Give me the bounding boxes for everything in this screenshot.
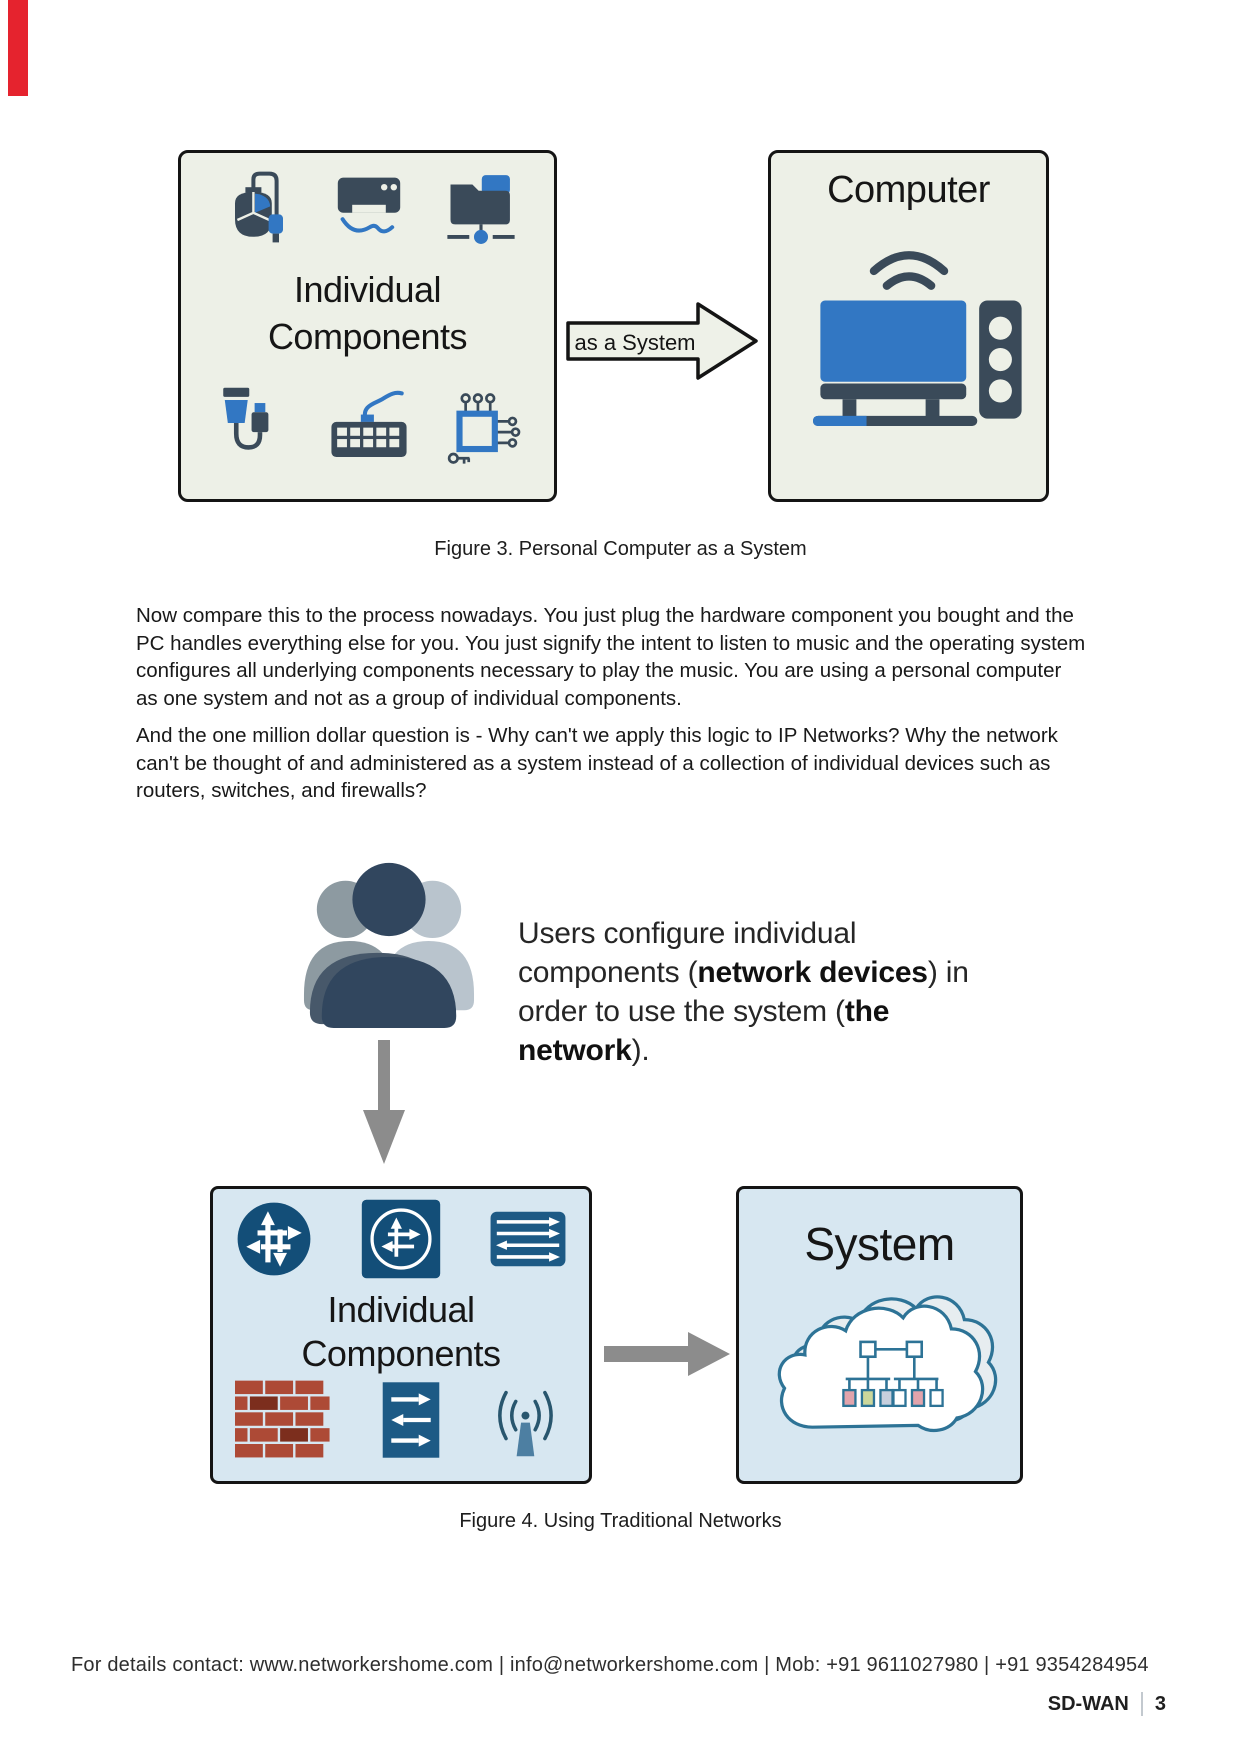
figure4-system-box: System (736, 1186, 1023, 1484)
wireless-antenna-icon (491, 1378, 567, 1467)
paragraph-2: And the one million dollar question is -… (136, 724, 1058, 802)
users-note-bold2: the network (518, 995, 890, 1067)
figure4-left-box-label-line2: Components (301, 1333, 501, 1374)
figure4-top-icon-row (235, 1197, 567, 1286)
users-note-part1: Users configure individual components ( (518, 917, 857, 989)
users-note-part2: ) in order to use the system ( (518, 956, 969, 1028)
figure3-individual-components-box: Individual Components (178, 150, 557, 502)
figure3-left-box-label-line1: Individual (293, 269, 442, 310)
users-note-bold1: network devices (697, 956, 928, 989)
figure4-caption: Figure 4. Using Traditional Networks (459, 1510, 782, 1532)
circuit-chip-icon (438, 372, 524, 485)
wifi-computer-icon (789, 232, 1029, 445)
figure3-top-icon-row (211, 167, 524, 254)
footer-page-number: 3 (1154, 1692, 1166, 1715)
figure4-system-title: System (804, 1218, 955, 1270)
users-note-part3: ). (631, 1034, 650, 1067)
firewall-icon (235, 1380, 331, 1465)
router-square-icon (359, 1197, 443, 1286)
footer-divider (1140, 1692, 1143, 1716)
switch-vertical-icon (381, 1379, 441, 1466)
figure4-bottom-icon-row (235, 1378, 567, 1467)
figure3-caption: Figure 3. Personal Computer as a System (434, 538, 807, 560)
figure4-left-box-label: Individual Components (235, 1288, 567, 1376)
cloud-network-icon (759, 1277, 1001, 1460)
footer-contact-line: For details contact: www.networkershome.… (71, 1654, 1149, 1676)
down-arrow-icon (361, 1040, 407, 1171)
figure3-left-box-label-line2: Components (267, 316, 468, 357)
switch-icon (489, 1210, 567, 1273)
as-a-system-arrow (565, 300, 760, 387)
users-icon (290, 856, 488, 1035)
figure3-bottom-icon-row (211, 372, 524, 485)
paragraph-1: Now compare this to the process nowadays… (136, 604, 1086, 710)
figure4-left-box-label-line1: Individual (327, 1289, 475, 1330)
footer-page-info: SD-WAN 3 (1048, 1692, 1166, 1716)
footer-doc-title: SD-WAN (1047, 1692, 1129, 1715)
page-accent-bar (8, 0, 28, 96)
printer-icon (325, 169, 413, 252)
mouse-icon (211, 167, 299, 254)
shared-folder-icon (438, 168, 524, 253)
figure4-individual-components-box: Individual Components (210, 1186, 592, 1484)
figure3-left-box-label: Individual Components (211, 266, 524, 360)
as-a-system-arrow-label: as a System (574, 330, 696, 355)
figure4-users-note: Users configure individual components (n… (518, 914, 1010, 1070)
right-arrow-icon (604, 1330, 732, 1383)
figure3-computer-title: Computer (827, 169, 990, 211)
router-circle-icon (235, 1200, 313, 1283)
cable-connectors-icon (211, 374, 299, 483)
keyboard-icon (320, 376, 418, 481)
body-text: Now compare this to the process nowadays… (136, 602, 1086, 805)
figure3-computer-box: Computer (768, 150, 1049, 502)
